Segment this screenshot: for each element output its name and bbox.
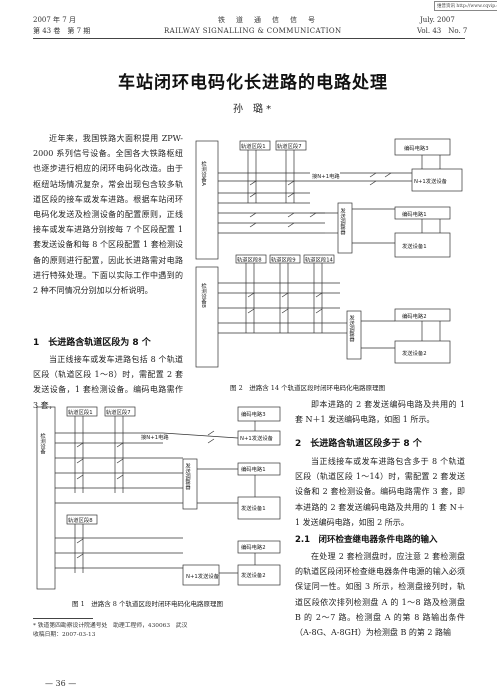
figure-2-diagram: 检测设备A 检测设备B 轨道区段1 轨道区段7 轨道区段8 轨道区段9 轨道区段…: [195, 138, 463, 368]
figure-1-caption: 图 1 进路含 8 个轨道区段时闭环电码化电路原理图: [72, 600, 223, 608]
intro-paragraph: 近年来，我国铁路大面积提用 ZPW-2000 系列信号设备。全国各大铁路枢纽也逐…: [33, 134, 183, 296]
fig2-code-3-label: 编码电路3: [404, 144, 429, 152]
fig2-track-9-label: 轨道区段9: [271, 256, 296, 264]
fig2-track-7-label: 轨道区段7: [277, 142, 302, 150]
fig2-code-1-label: 编码电路1: [402, 210, 427, 218]
author: 孙 璐 *: [233, 104, 272, 115]
article-title: 车站闭环电码化长进路的电路处理: [118, 73, 388, 93]
fig1-track-1-label: 轨道区段1: [68, 408, 93, 416]
fig1-code-1-label: 编码电路1: [241, 465, 266, 473]
fig1-detection-label: 检测设备: [39, 432, 46, 456]
fig1-send-1-label: 发送设备1: [241, 504, 266, 512]
section-1-heading: 1 长进路含轨道区段为 8 个: [33, 338, 151, 348]
footnote: * 铁道第四勘察设计院通号处 助理工程师，430063 武汉 收稿日期：2007…: [33, 623, 188, 638]
detection-b-box: [195, 266, 219, 368]
fig1-send-2-label: 发送设备2: [241, 571, 266, 579]
journal-title-en: RAILWAY SIGNALLING & COMMUNICATION: [164, 27, 342, 35]
detection-box: [36, 406, 56, 590]
fig1-code-2-label: 编码电路2: [241, 543, 266, 551]
fig1-track-7-label: 轨道区段7: [106, 408, 131, 416]
figure-2-caption: 图 2 进路含 14 个轨道区段时闭环电码化电路原理图: [230, 384, 386, 392]
right-paragraph-1: 即本进路的 2 套发送编码电路及共用的 1 套 N＋1 发送编码电路，如图 1 …: [295, 400, 465, 425]
fig1-modulator-label: 发送调整器: [184, 462, 191, 491]
header-volume-en: Vol. 43 No. 7: [417, 27, 468, 35]
figure-1-diagram: 检测设备 轨道区段1 轨道区段7 轨道区段8 接N+1电路 编码电路3 N+1发…: [36, 406, 281, 590]
fig2-modulator-a-label: 发送调整器: [339, 207, 346, 236]
fig1-n1-circuit-label: 接N+1电路: [141, 433, 169, 441]
journal-title-cn: 铁 道 通 信 信 号: [218, 16, 317, 24]
subsection-2-1-paragraph: 在处理 2 套检测盘时，应注意 2 套检测盘的轨道区段闭环检查继电器条件电源的输…: [295, 552, 465, 638]
fig2-modulator-b-label: 发送调整器: [348, 314, 355, 343]
fig2-track-14-label: 轨道区段14: [305, 256, 334, 264]
fig2-send-1-label: 发送设备1: [402, 242, 427, 250]
page-number: — 36 —: [45, 679, 77, 688]
fig2-detection-a-label: 检测设备A: [200, 160, 207, 187]
source-stamp: 维普资讯 http://www.cqvip.com: [434, 1, 497, 11]
section-2-heading: 2 长进路含轨道区段多于 8 个: [295, 439, 422, 449]
fig2-code-2-label: 编码电路2: [402, 312, 427, 320]
section-2-paragraph: 当正线接车或发车进路包含多于 8 个轨道区段（轨道区段 1～14）时，需配置 2…: [295, 457, 465, 527]
fig1-n1-send-label: N+1发送设备: [240, 434, 274, 442]
fig1-code-3-label: 编码电路3: [241, 410, 266, 418]
header-date-en: July. 2007: [420, 16, 455, 24]
fig2-send-2-label: 发送设备2: [402, 349, 427, 357]
fig2-track-8-label: 轨道区段8: [237, 256, 262, 264]
fig2-detection-b-label: 检测设备B: [200, 282, 207, 309]
fig1-n1-bottom-label: N+1发送设备: [186, 572, 220, 580]
footnote-rule: [33, 618, 93, 619]
header-rule: [33, 38, 465, 39]
detection-a-box: [195, 140, 219, 260]
fig2-n1-circuit-label: 接N+1电路: [312, 172, 340, 180]
fig1-track-8-label: 轨道区段8: [68, 516, 93, 524]
fig2-n1-send-label: N+1发送设备: [414, 177, 448, 185]
section-1-paragraph: 当正线接车或发车进路包括 8 个轨道区段（轨道区段 1～8）时，需配置 2 套发…: [33, 355, 183, 410]
subsection-2-1-heading: 2.1 闭环检查继电器条件电路的输入: [295, 535, 438, 545]
fig2-track-1-label: 轨道区段1: [241, 142, 266, 150]
header-volume: 第 43 卷 第 7 期: [33, 27, 91, 35]
header-date: 2007 年 7 月: [33, 16, 76, 24]
